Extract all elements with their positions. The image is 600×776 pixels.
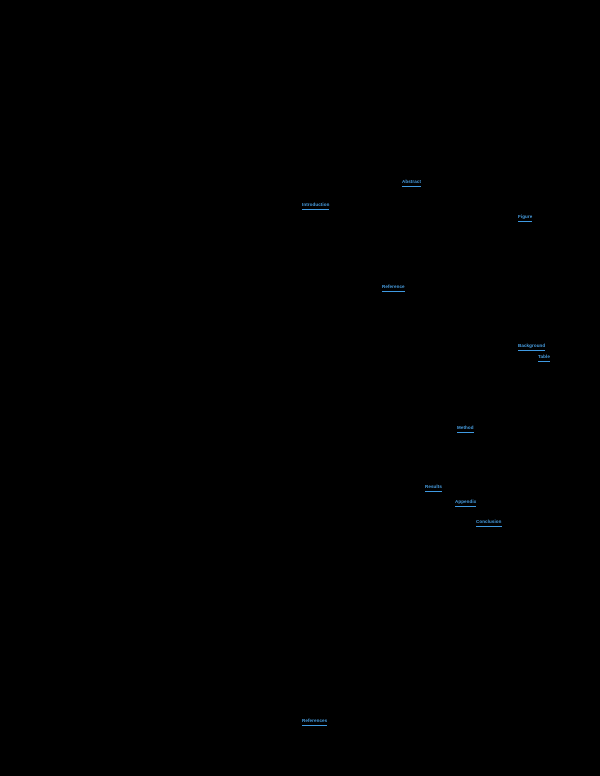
document-link[interactable]: Abstract — [402, 179, 422, 187]
document-link[interactable]: References — [302, 718, 328, 726]
document-link[interactable]: Reference — [382, 284, 405, 292]
document-link[interactable]: Appendix — [455, 499, 477, 507]
document-link[interactable]: Introduction — [302, 202, 330, 210]
document-link[interactable]: Results — [425, 484, 442, 492]
document-link[interactable]: Table — [538, 354, 550, 362]
document-link[interactable]: Background — [518, 343, 546, 351]
document-link[interactable]: Conclusion — [476, 519, 502, 527]
document-link[interactable]: Method — [457, 425, 474, 433]
document-link[interactable]: Figure — [518, 214, 533, 222]
